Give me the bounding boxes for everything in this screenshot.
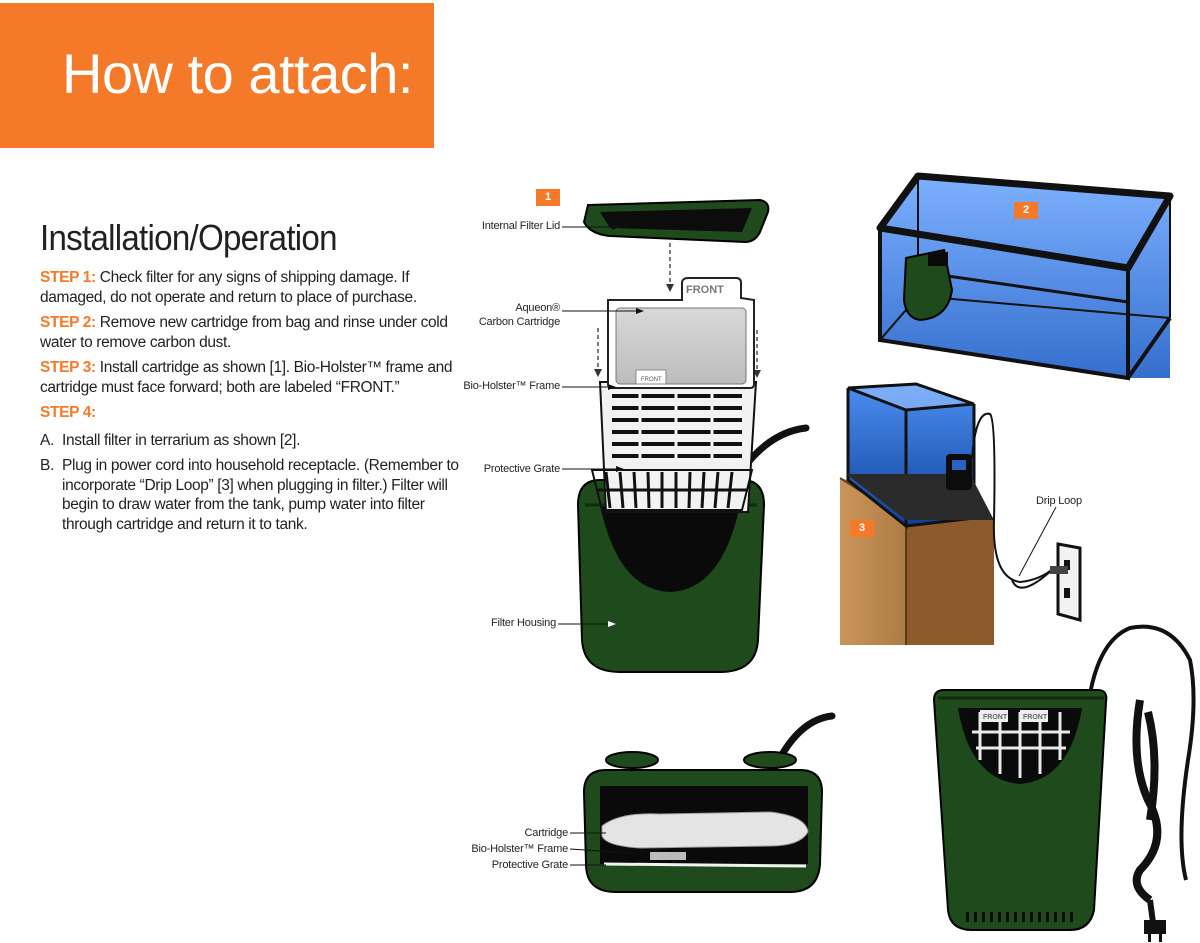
label-cartridge-brand: Aqueon® [515, 302, 560, 314]
filter-front-view: FRONT FRONT [932, 624, 1196, 942]
banner-title: How to attach: [62, 42, 413, 105]
label-carbon-cartridge: Carbon Cartridge [478, 316, 560, 328]
step-2-badge: 2 [1014, 202, 1038, 219]
leader-arrows [608, 224, 644, 627]
filter-top-view [569, 712, 836, 893]
label-filter-housing: Filter Housing [490, 617, 556, 629]
step-label: STEP 1: [40, 269, 96, 286]
step-text: Check filter for any signs of shipping d… [40, 269, 417, 306]
step-3-badge: 3 [850, 520, 874, 537]
label-bio-holster-frame: Bio-Holster™ Frame [463, 380, 560, 392]
step-text: Install cartridge as shown [1]. Bio-Hols… [40, 359, 453, 396]
section-heading: Installation/Operation [40, 217, 338, 258]
step-label: STEP 2: [40, 314, 96, 331]
substep-letter: B. [40, 457, 54, 474]
step-3: STEP 3: Install cartridge as shown [1]. … [40, 358, 470, 397]
cartridge-front-mark: FRONT [686, 284, 724, 296]
stand-setup [839, 382, 1082, 645]
internal-filter-lid [582, 198, 770, 244]
side-front-mark-b: FRONT [1023, 714, 1048, 721]
exploded-filter: FRONT FRONT [558, 198, 810, 673]
substep-a: A. Install filter in terrarium as shown [… [40, 431, 470, 451]
substep-b: B. Plug in power cord into household rece… [40, 456, 470, 534]
step-2: STEP 2: Remove new cartridge from bag an… [40, 313, 470, 352]
step-4: STEP 4: [40, 403, 470, 423]
label-protective-grate: Protective Grate [483, 463, 560, 475]
step-label: STEP 4: [40, 404, 96, 421]
step-label: STEP 3: [40, 359, 96, 376]
label-drip-loop: Drip Loop [1036, 495, 1082, 507]
substep-letter: A. [40, 431, 54, 449]
label-internal-filter-lid: Internal Filter Lid [481, 220, 560, 232]
label-bottom-frame: Bio-Holster™ Frame [471, 843, 568, 855]
step-1-badge: 1 [536, 189, 560, 206]
carbon-cartridge: FRONT FRONT [607, 277, 755, 389]
terrarium-tank [876, 172, 1174, 381]
step-text: Remove new cartridge from bag and rinse … [40, 314, 448, 351]
side-front-mark-a: FRONT [983, 714, 1008, 721]
step-1: STEP 1: Check filter for any signs of sh… [40, 268, 470, 307]
leader-lines [558, 226, 640, 625]
title-banner: How to attach: [0, 3, 434, 148]
instructions: STEP 1: Check filter for any signs of sh… [40, 268, 470, 540]
substep-text: Plug in power cord into household recept… [62, 457, 459, 533]
substep-text: Install filter in terrarium as shown [2]… [62, 431, 301, 449]
bio-holster-frame [598, 381, 758, 513]
protective-grate [590, 469, 754, 511]
label-bottom-grate: Protective Grate [491, 859, 568, 871]
frame-front-mark: FRONT [641, 377, 662, 383]
label-bottom-cartridge: Cartridge [524, 827, 569, 839]
